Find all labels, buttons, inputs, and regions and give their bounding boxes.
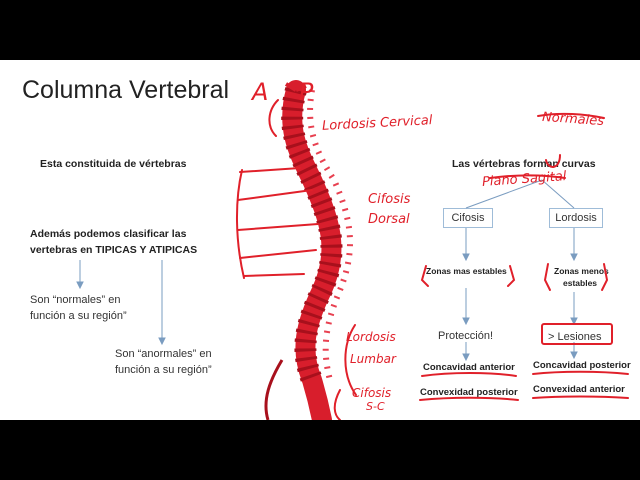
text-clasificar-2: vertebras en TIPICAS Y ATIPICAS [30,244,198,256]
text-anormales-1: Son “anormales” en [115,348,212,360]
text-clasificar-1: Además podemos clasificar las [30,228,187,240]
spine-illustration [264,80,353,420]
text-concavidad-posterior: Concavidad posterior [533,360,631,371]
ink-lordosis-lumbar-2: Lumbar [350,352,396,366]
ink-cifosis-sc-1: Cifosis [352,386,392,400]
connector-cifosis [465,179,543,209]
ink-marks [235,99,629,420]
ink-cifosis-sc-2: S-C [366,400,385,413]
text-convexidad-anterior: Convexidad anterior [533,384,625,395]
text-concavidad-anterior: Concavidad anterior [423,362,515,373]
ink-lordosis-lumbar-1: Lordosis [346,330,396,344]
ink-a-p: A P [252,78,314,106]
connector-lordosis [541,179,575,209]
text-vertebras: Esta constituida de vértebras [40,158,187,170]
text-convexidad-posterior: Convexidad posterior [420,387,518,398]
cifosis-box: Cifosis [443,208,493,228]
text-anormales-2: función a su región” [115,364,212,376]
text-proteccion: Protección! [438,330,494,342]
slide-title: Columna Vertebral [22,76,230,104]
ink-cifosis-dorsal-1: Cifosis [368,192,411,207]
lordosis-box: Lordosis [549,208,603,228]
text-normales-1: Son “normales” en [30,294,121,306]
text-normales-2: función a su región” [30,310,127,322]
slide: Columna Vertebral Esta constituida de vé… [0,60,640,420]
text-zonas-menos-1: Zonas menos [554,266,609,276]
text-lesiones: > Lesiones [548,331,602,343]
text-zonas-menos-2: estables [563,278,598,288]
left-arrows [76,228,578,362]
ink-cifosis-dorsal-2: Dorsal [368,212,410,227]
text-zonas-estables: Zonas mas estables [426,266,507,276]
drawing-layer [76,80,629,420]
